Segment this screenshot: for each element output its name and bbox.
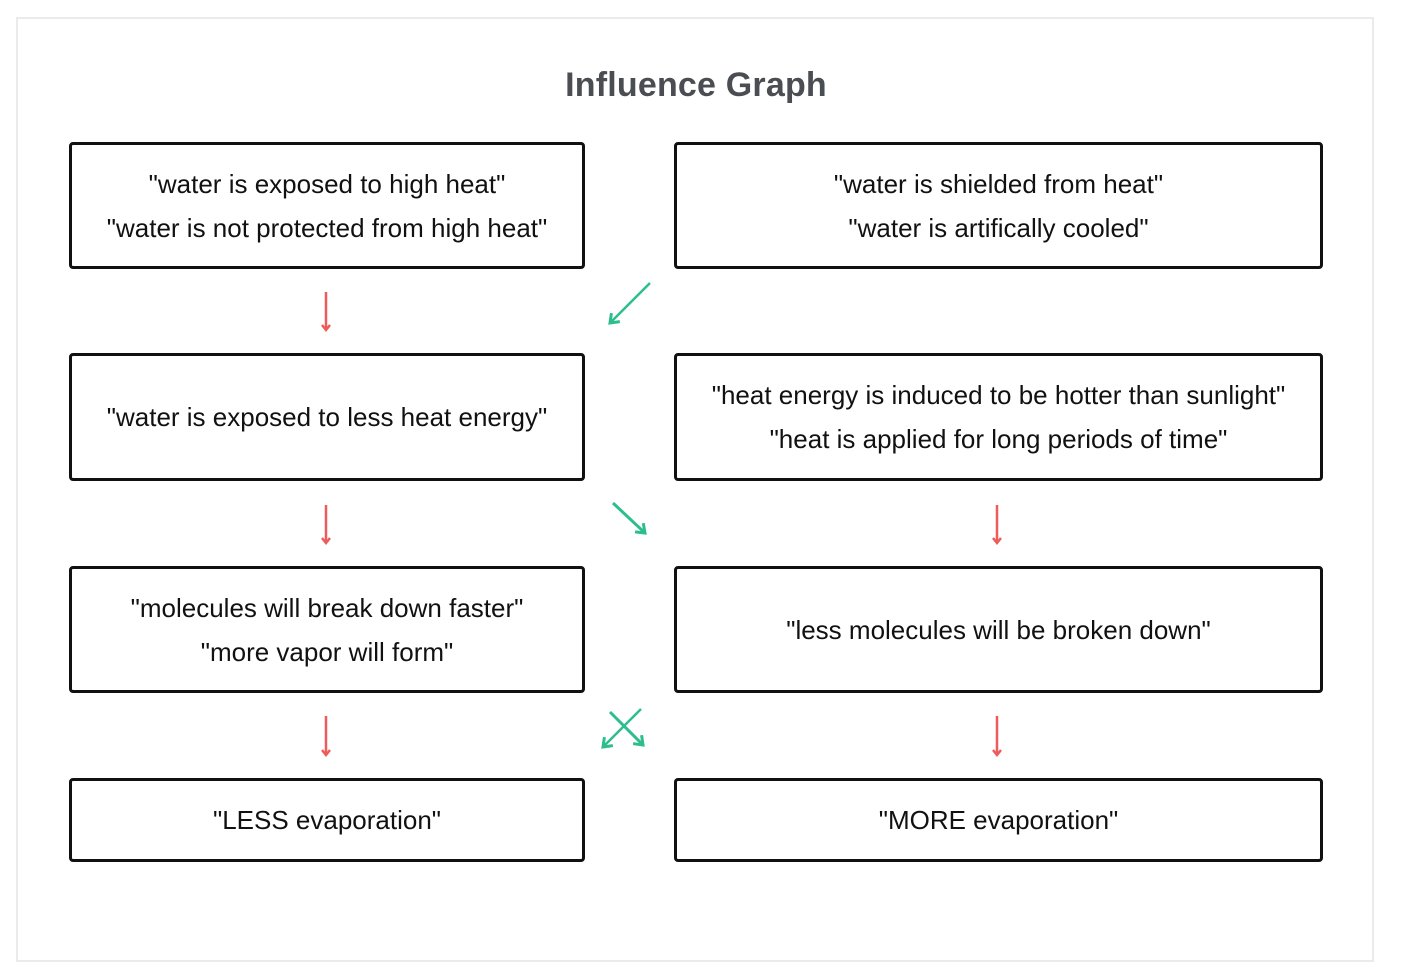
node-right-1: "water is shielded from heat" "water is …	[674, 142, 1323, 269]
node-text: "water is exposed to less heat energy"	[106, 402, 548, 432]
node-right-2: "heat energy is induced to be hotter tha…	[674, 353, 1323, 481]
node-text: "more vapor will form"	[200, 636, 454, 667]
node-text: "heat is applied for long periods of tim…	[769, 424, 1228, 454]
node-text: "LESS evaporation"	[212, 805, 442, 835]
node-right-4: "MORE evaporation"	[674, 778, 1323, 862]
node-text: "water is artifically cooled"	[848, 212, 1149, 243]
node-left-1: "water is exposed to high heat" "water i…	[69, 142, 585, 269]
node-text: "molecules will break down faster"	[130, 592, 524, 623]
node-text: "water is exposed to high heat"	[148, 168, 506, 199]
node-right-3: "less molecules will be broken down"	[674, 566, 1323, 693]
node-text: "water is shielded from heat"	[833, 168, 1164, 199]
node-left-3: "molecules will break down faster" "more…	[69, 566, 585, 693]
node-text: "heat energy is induced to be hotter tha…	[711, 380, 1286, 410]
node-left-4: "LESS evaporation"	[69, 778, 585, 862]
node-left-2: "water is exposed to less heat energy"	[69, 353, 585, 481]
node-text: "less molecules will be broken down"	[786, 614, 1211, 645]
diagram-title: Influence Graph	[565, 66, 827, 104]
node-text: "MORE evaporation"	[878, 805, 1119, 835]
node-text: "water is not protected from high heat"	[106, 212, 548, 243]
